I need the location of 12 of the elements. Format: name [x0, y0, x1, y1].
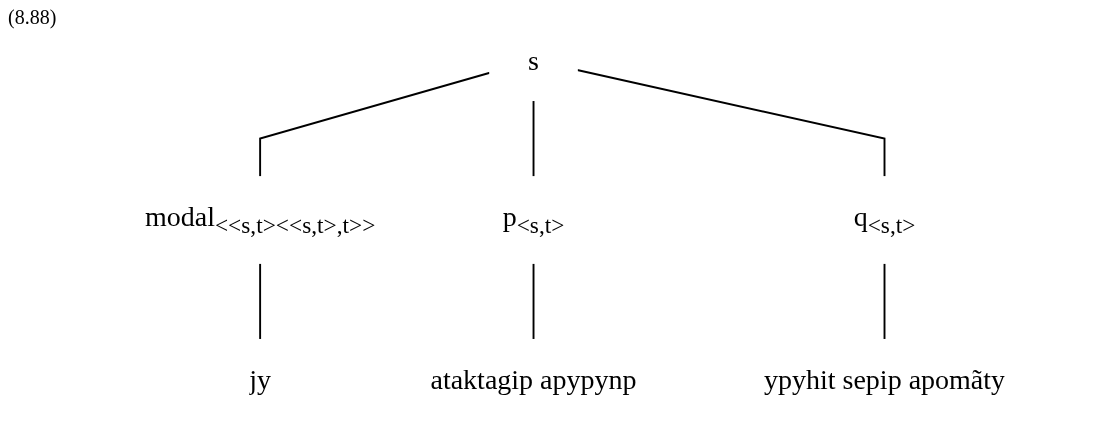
- connector: [532, 262, 535, 341]
- example-number: (8.88): [8, 6, 57, 28]
- connector: [532, 99, 535, 178]
- node-text: p$_{<s,t>}$: [502, 200, 565, 239]
- node-text: jy: [249, 363, 272, 396]
- node-text: s: [528, 44, 539, 77]
- connector: [259, 262, 262, 341]
- node-text: q$_{<s,t>}$: [853, 200, 916, 239]
- node-text: modal$_{<<s,t><<s,t>,t>>}$: [144, 200, 376, 239]
- node-text: ataktagip apypynp: [430, 363, 637, 396]
- connector: [883, 262, 886, 341]
- node-text: ypyhit sepip apomãty: [763, 363, 1006, 396]
